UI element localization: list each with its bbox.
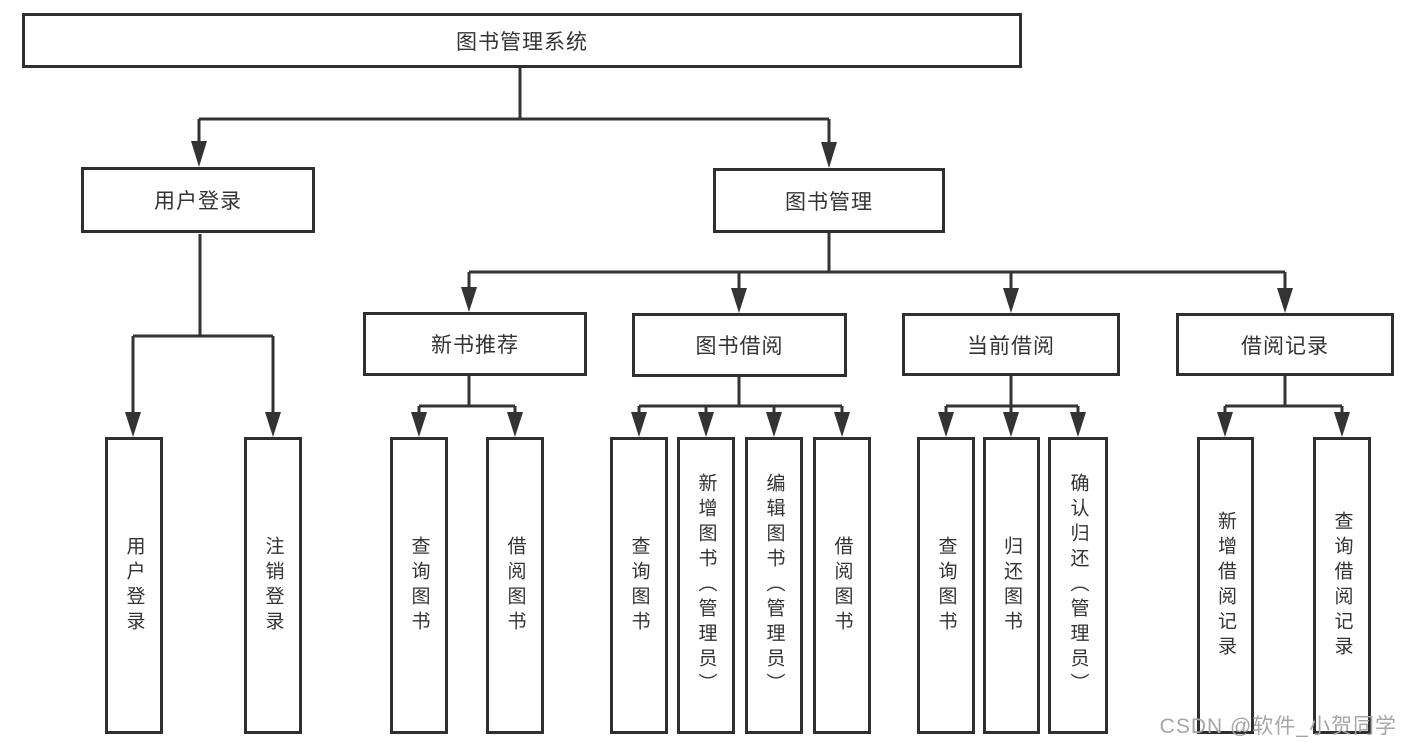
node-current-borrowing: 当前借阅: [902, 313, 1120, 376]
leaf-return-book-label: 归还图书: [1001, 535, 1022, 636]
leaf-query-borrow-record: 查询借阅记录: [1313, 437, 1371, 734]
node-user-login: 用户登录: [81, 167, 315, 233]
node-book-borrowing: 图书借阅: [632, 313, 847, 377]
leaf-borrow-book-recommend-label: 借阅图书: [504, 535, 526, 636]
leaf-add-book-admin: 新增图书（管理员）: [677, 437, 735, 734]
leaf-borrow-book-recommend: 借阅图书: [486, 437, 544, 734]
node-borrowing-records: 借阅记录: [1176, 313, 1394, 376]
node-new-book-recommend: 新书推荐: [363, 312, 587, 376]
leaf-borrow-book: 借阅图书: [813, 437, 871, 734]
leaf-user-login: 用户登录: [105, 437, 163, 734]
leaf-query-book-borrowing: 查询图书: [610, 437, 668, 734]
leaf-logout: 注销登录: [244, 437, 302, 734]
leaf-query-book-current: 查询图书: [917, 437, 975, 734]
leaf-add-borrow-record: 新增借阅记录: [1197, 437, 1254, 734]
leaf-user-login-label: 用户登录: [123, 535, 145, 636]
leaf-edit-book-admin: 编辑图书（管理员）: [745, 437, 803, 734]
leaf-add-book-admin-label: 新增图书（管理员）: [695, 473, 717, 698]
leaf-logout-label: 注销登录: [262, 535, 284, 636]
leaf-query-book-recommend: 查询图书: [390, 437, 448, 734]
leaf-query-book-current-label: 查询图书: [935, 535, 957, 636]
leaf-edit-book-admin-label: 编辑图书（管理员）: [763, 473, 785, 698]
node-book-management: 图书管理: [713, 168, 945, 233]
leaf-borrow-book-label: 借阅图书: [831, 535, 853, 636]
csdn-watermark: CSDN @软件_小贺同学: [1159, 715, 1397, 738]
leaf-query-book-recommend-label: 查询图书: [408, 535, 430, 636]
leaf-query-book-borrowing-label: 查询图书: [628, 535, 650, 636]
leaf-query-borrow-record-label: 查询借阅记录: [1331, 510, 1353, 661]
node-library-management-system: 图书管理系统: [22, 13, 1022, 68]
leaf-confirm-return-admin: 确认归还（管理员）: [1048, 437, 1108, 734]
leaf-add-borrow-record-label: 新增借阅记录: [1215, 510, 1236, 661]
leaf-return-book: 归还图书: [983, 437, 1040, 734]
leaf-confirm-return-admin-label: 确认归还（管理员）: [1067, 473, 1089, 698]
